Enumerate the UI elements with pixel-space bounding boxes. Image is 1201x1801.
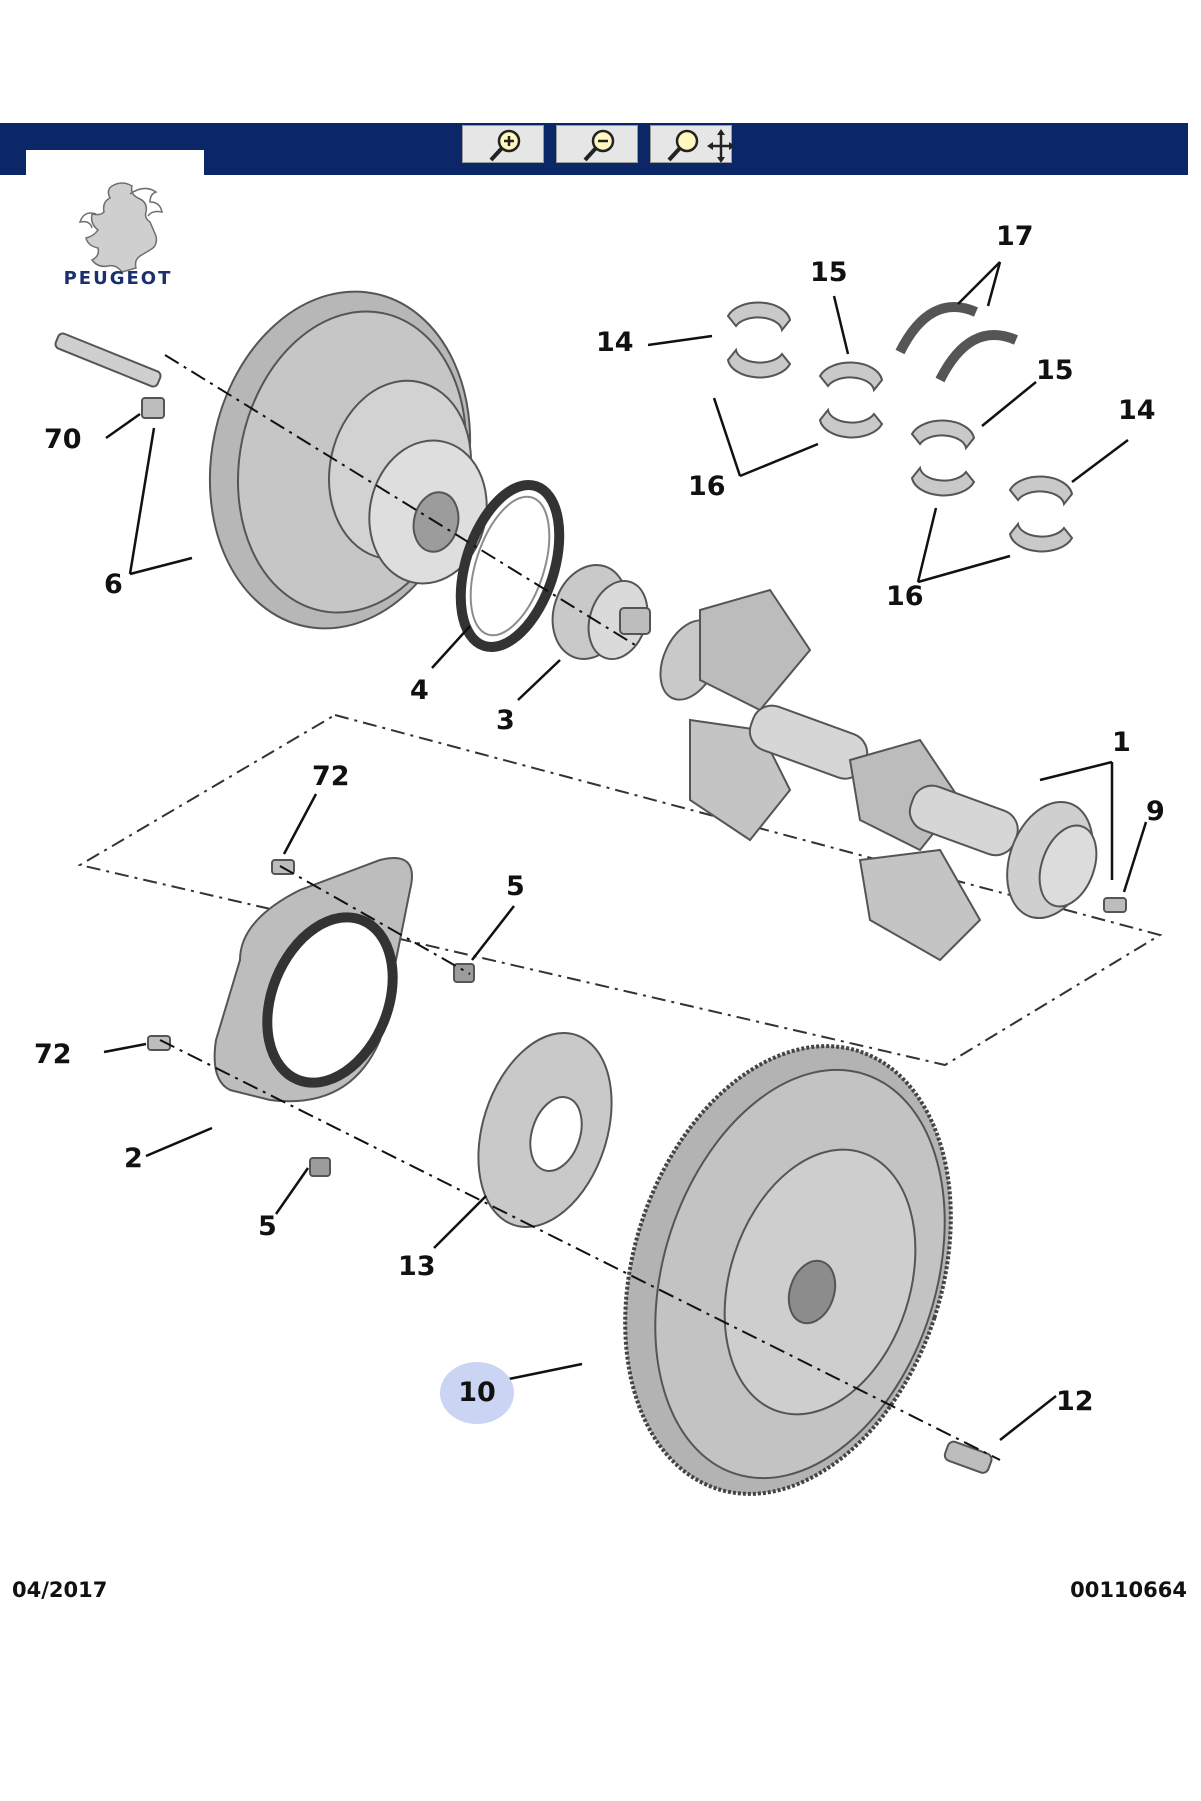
housing-bolt	[453, 963, 475, 983]
lion-logo-icon	[78, 182, 163, 273]
callout-5[interactable]: 5	[506, 871, 525, 902]
callout-14[interactable]: 14	[1118, 395, 1156, 426]
callout-16[interactable]: 16	[886, 581, 924, 612]
crankshaft-pulley	[208, 290, 488, 630]
callout-12[interactable]: 12	[1056, 1386, 1094, 1417]
zoom-in-button[interactable]	[462, 125, 544, 163]
callout-4[interactable]: 4	[410, 675, 429, 706]
assembly-outline	[77, 713, 1163, 1067]
pulley-bolt	[54, 332, 165, 419]
pan-button[interactable]	[650, 125, 733, 163]
callout-72[interactable]: 72	[312, 761, 350, 792]
timing-sprocket	[551, 564, 651, 661]
callout-16[interactable]: 16	[688, 471, 726, 502]
callout-17[interactable]: 17	[996, 221, 1034, 252]
housing-dowel	[147, 1035, 171, 1051]
housing-bolt	[309, 1157, 331, 1177]
callout-9[interactable]: 9	[1146, 796, 1165, 827]
oil-seal	[455, 479, 565, 653]
zoom-in-icon	[489, 129, 521, 162]
diagram-date: 04/2017	[12, 1578, 108, 1602]
zoom-out-icon	[583, 129, 615, 162]
callout-14[interactable]: 14	[596, 327, 634, 358]
rear-seal-housing	[213, 857, 413, 1103]
callout-5[interactable]: 5	[258, 1211, 277, 1242]
reinforcement-plate	[477, 1031, 613, 1229]
zoom-out-button[interactable]	[556, 125, 638, 163]
callout-2[interactable]: 2	[124, 1143, 143, 1174]
callout-15[interactable]: 15	[810, 257, 848, 288]
brand-name: PEUGEOT	[63, 268, 173, 289]
callout-72[interactable]: 72	[34, 1039, 72, 1070]
callout-13[interactable]: 13	[398, 1251, 436, 1282]
callout-6[interactable]: 6	[104, 569, 123, 600]
bearing-shells	[726, 301, 1074, 553]
pan-zoom-icon	[667, 129, 733, 163]
callout-1[interactable]: 1	[1112, 727, 1131, 758]
callout-15[interactable]: 15	[1036, 355, 1074, 386]
parts-diagram	[54, 261, 1163, 1496]
flywheel	[623, 1044, 953, 1496]
crankshaft	[659, 588, 1098, 962]
callout-10[interactable]: 10	[440, 1362, 514, 1424]
diagram-reference: 00110664	[1070, 1578, 1187, 1602]
dowel-pin	[1103, 897, 1127, 913]
flywheel-bolt	[943, 1440, 993, 1474]
callout-70[interactable]: 70	[44, 424, 82, 455]
callout-3[interactable]: 3	[496, 705, 515, 736]
toolbar-tab	[26, 150, 204, 180]
thrust-washers	[895, 302, 1018, 383]
